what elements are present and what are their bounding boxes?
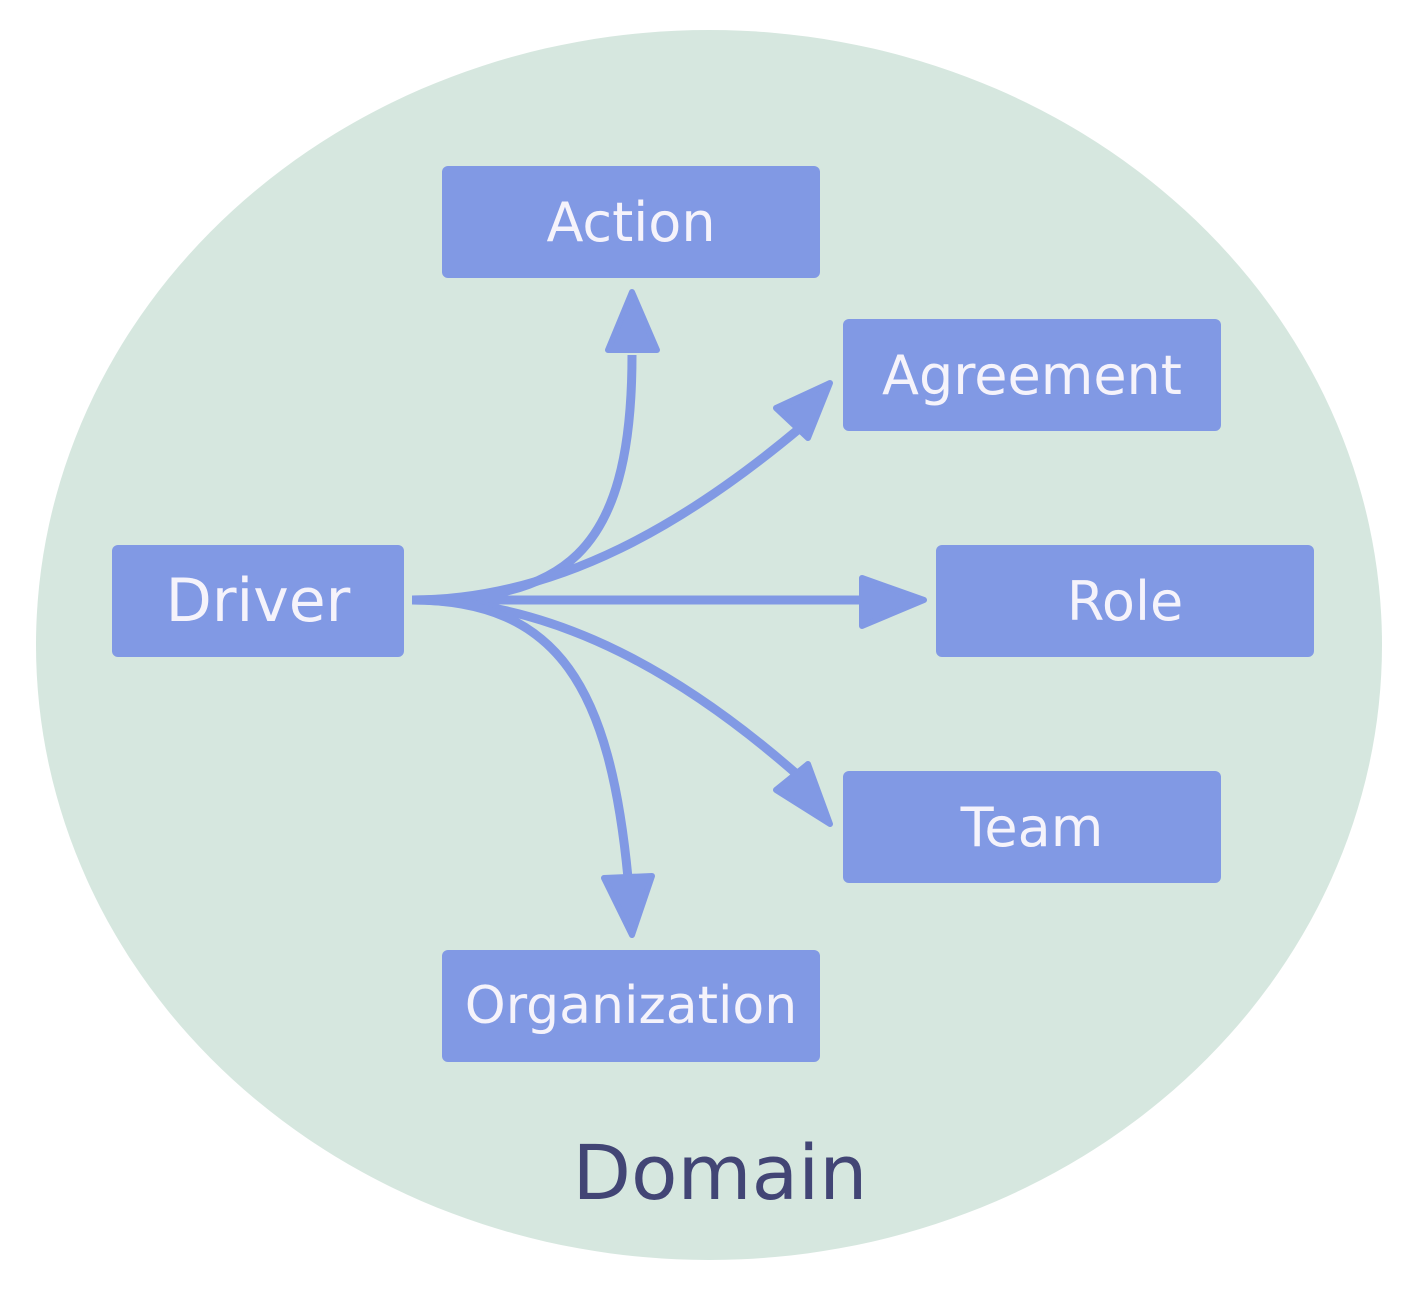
node-driver-label: Driver <box>165 566 351 636</box>
node-driver: Driver <box>112 545 404 657</box>
edge-driver-action <box>411 354 637 605</box>
edge-driver-organization <box>411 595 633 879</box>
node-organization: Organization <box>442 950 820 1062</box>
arrowhead-team <box>773 761 833 827</box>
arrowhead-agreement <box>773 380 833 441</box>
node-action-label: Action <box>546 190 716 254</box>
node-team-label: Team <box>960 795 1104 859</box>
node-team: Team <box>843 771 1221 883</box>
node-role: Role <box>936 545 1314 657</box>
node-organization-label: Organization <box>464 976 798 1036</box>
node-agreement-label: Agreement <box>882 343 1182 407</box>
arrowhead-role <box>859 575 927 629</box>
arrowhead-action <box>605 289 660 353</box>
node-action: Action <box>442 166 820 278</box>
arrowhead-organization <box>601 873 655 938</box>
domain-label: Domain <box>572 1128 868 1217</box>
node-role-label: Role <box>1066 569 1184 633</box>
node-agreement: Agreement <box>843 319 1221 431</box>
